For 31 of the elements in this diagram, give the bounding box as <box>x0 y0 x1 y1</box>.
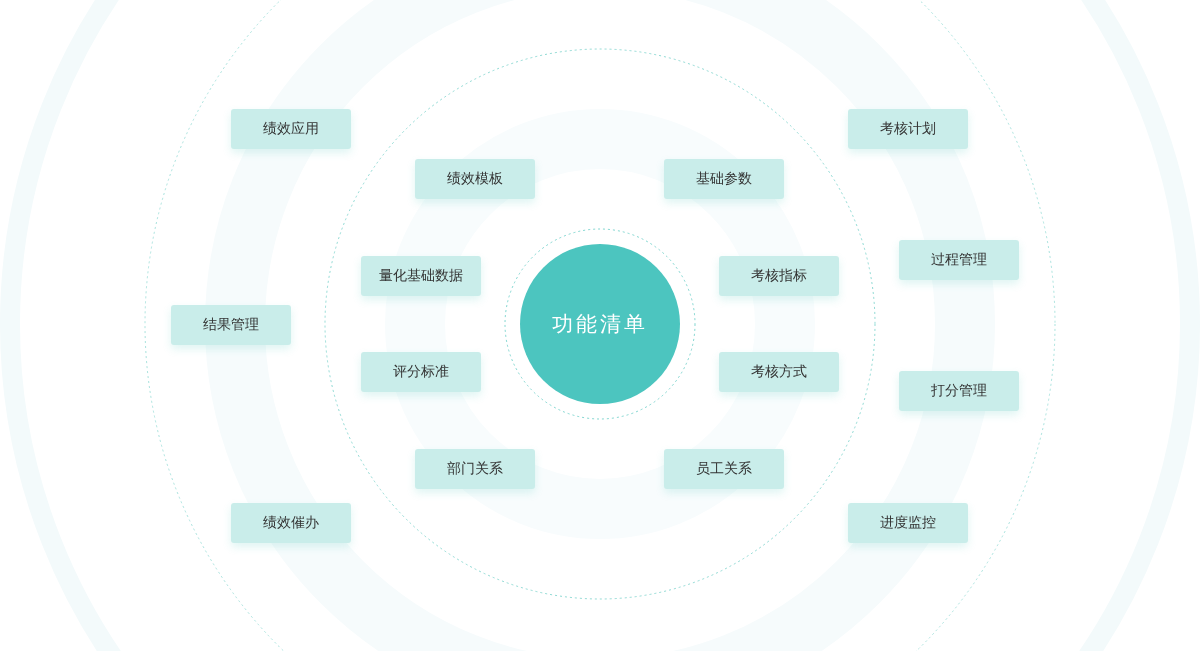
center-title: 功能清单 <box>552 311 648 338</box>
module-box <box>664 159 784 199</box>
module-box <box>415 449 535 489</box>
module-label: 评分标准 <box>393 363 449 381</box>
module-label: 绩效应用 <box>263 120 319 138</box>
module-label: 考核指标 <box>751 267 807 285</box>
module-box <box>664 449 784 489</box>
module-label: 结果管理 <box>203 316 259 334</box>
module-label: 量化基础数据 <box>379 267 463 285</box>
module-label: 考核计划 <box>880 120 936 138</box>
module-label: 绩效催办 <box>263 514 319 532</box>
module-label: 部门关系 <box>447 460 503 478</box>
module-box <box>848 109 968 149</box>
module-label: 基础参数 <box>696 170 752 188</box>
module-box <box>899 371 1019 411</box>
module-box <box>415 159 535 199</box>
module-label: 绩效模板 <box>447 170 503 188</box>
module-box <box>361 352 481 392</box>
module-box <box>719 256 839 296</box>
module-box <box>231 503 351 543</box>
module-label: 进度监控 <box>880 514 936 532</box>
module-label: 过程管理 <box>931 251 987 269</box>
module-box <box>171 305 291 345</box>
module-box <box>899 240 1019 280</box>
module-label: 打分管理 <box>931 382 987 400</box>
module-box <box>231 109 351 149</box>
module-box <box>361 256 481 296</box>
module-box <box>719 352 839 392</box>
module-label: 员工关系 <box>696 460 752 478</box>
module-label: 考核方式 <box>751 363 807 381</box>
module-box <box>848 503 968 543</box>
